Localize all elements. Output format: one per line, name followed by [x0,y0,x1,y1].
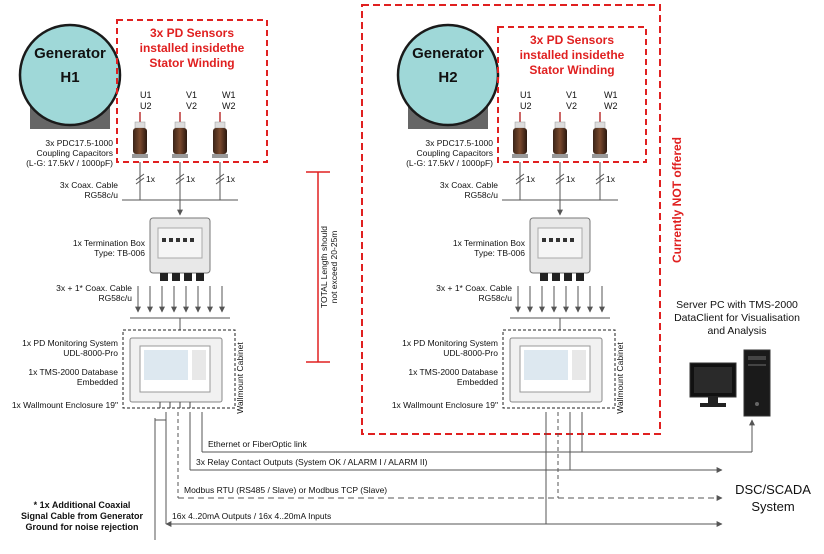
termination-box-h2 [529,217,591,281]
svg-text:3x Coax. Cable: 3x Coax. Cable [440,180,498,190]
not-offered-label: Currently NOT offered [670,137,684,263]
svg-text:1x TMS-2000 Database: 1x TMS-2000 Database [408,367,498,377]
sensor-box-h2: 3x PD Sensors installed insidethe Stator… [497,26,647,163]
note-line1: * 1x Additional Coaxial [34,500,131,510]
coax-cables-h2 [502,162,618,216]
ethernet-label: Ethernet or FiberOptic link [208,439,307,449]
dsc-line2: System [751,499,794,514]
coax1-line1: 3x Coax. Cable [60,180,118,190]
cable-count: 1x [186,174,196,184]
svg-text:V2: V2 [566,101,577,111]
svg-text:RG58c/u: RG58c/u [478,293,512,303]
svg-text:Wallmount Cabinet: Wallmount Cabinet [615,342,625,414]
svg-text:Coupling Capacitors: Coupling Capacitors [416,148,493,158]
svg-text:(L-G: 17.5kV / 1000pF): (L-G: 17.5kV / 1000pF) [406,158,493,168]
server-line3: and Analysis [708,325,767,337]
wallmount-cabinet-h2: Wallmount Cabinet [502,329,625,414]
svg-text:3x PD Sensors: 3x PD Sensors [530,33,614,47]
not-offered-frame: Currently NOT offered [361,4,684,435]
svg-text:3x + 1* Coax. Cable: 3x + 1* Coax. Cable [436,283,512,293]
svg-text:V1: V1 [566,90,577,100]
phase-w1: W1 [222,90,236,100]
capacitor-icon [131,111,149,159]
phase-v1: V1 [186,90,197,100]
server-line2: DataClient for Visualisation [674,312,800,324]
total-length-line1: TOTAL Length should [319,226,329,308]
server-pc-icon [689,349,771,417]
note-line2: Signal Cable from Generator [21,511,144,521]
svg-text:installed insidethe: installed insidethe [520,48,625,62]
coax1-line2: RG58c/u [84,190,118,200]
svg-text:3x PDC17.5-1000: 3x PDC17.5-1000 [45,138,113,148]
termination-box-h1 [149,217,211,281]
svg-text:1x: 1x [566,174,576,184]
svg-text:1x PD Monitoring System: 1x PD Monitoring System [402,338,498,348]
svg-text:1x: 1x [606,174,616,184]
capacitor-icon [211,111,229,159]
svg-text:Stator Winding: Stator Winding [529,63,614,77]
tms-line2: Embedded [77,377,118,387]
svg-text:Coupling Capacitors: Coupling Capacitors [36,148,113,158]
coax-cables-2-h1 [130,286,230,330]
svg-text:1x Termination Box: 1x Termination Box [453,238,526,248]
cable-count: 1x [146,174,156,184]
svg-text:W1: W1 [604,90,618,100]
svg-text:Wallmount Cabinet: Wallmount Cabinet [235,342,245,414]
gen2-name: Generator [412,45,484,62]
capacitor-icon [591,111,609,159]
total-length-bracket [306,171,330,363]
phase-v2: V2 [186,101,197,111]
capacitors-label-h1: 3x PDC17.5-1000 Coupling Capacitors (L-G… [26,138,113,168]
sensor1-line3: Stator Winding [149,56,234,70]
gen2-id: H2 [438,69,457,86]
relay-label: 3x Relay Contact Outputs (System OK / AL… [196,457,428,467]
note-line3: Ground for noise rejection [25,522,138,532]
svg-text:U1: U1 [520,90,532,100]
coax2-line1: 3x + 1* Coax. Cable [56,283,132,293]
svg-text:UDL-8000-Pro: UDL-8000-Pro [443,348,498,358]
phase-u2: U2 [140,101,152,111]
server-line1: Server PC with TMS-2000 [676,299,798,311]
gen1-name: Generator [34,45,106,62]
capacitor-icon [551,111,569,159]
tms-line1: 1x TMS-2000 Database [28,367,118,377]
cable-count: 1x [226,174,236,184]
sensor1-line2: installed insidethe [140,41,245,55]
pdms-line2: UDL-8000-Pro [63,348,118,358]
dsc-line1: DSC/SCADA [735,482,811,497]
svg-text:1x Wallmount Enclosure 19": 1x Wallmount Enclosure 19" [392,400,498,410]
total-length-line2: not exceed 20-25m [329,231,339,304]
svg-text:Embedded: Embedded [457,377,498,387]
gen1-id: H1 [60,69,79,86]
termbox-line2: Type: TB-006 [94,248,145,258]
connection-lines [154,412,755,540]
enclosure-label: 1x Wallmount Enclosure 19" [12,400,118,410]
generator-h1: Generator H1 [18,23,122,129]
termbox-line1: 1x Termination Box [73,238,146,248]
coax-cables-h1 [122,162,238,216]
coax-cables-2-h2 [510,286,610,330]
generator-h2: Generator H2 [396,23,500,129]
sensor-box-h1: 3x PD Sensors installed insidethe Stator… [116,19,268,163]
phase-w2: W2 [222,101,236,111]
coax2-line2: RG58c/u [98,293,132,303]
capacitor-icon [511,111,529,159]
svg-text:Type: TB-006: Type: TB-006 [474,248,525,258]
analog-label: 16x 4..20mA Outputs / 16x 4..20mA Inputs [172,511,331,521]
svg-text:(L-G: 17.5kV / 1000pF): (L-G: 17.5kV / 1000pF) [26,158,113,168]
capacitor-icon [171,111,189,159]
svg-text:3x PDC17.5-1000: 3x PDC17.5-1000 [425,138,493,148]
capacitors-label-h2: 3x PDC17.5-1000 Coupling Capacitors (L-G… [406,138,493,168]
svg-text:W2: W2 [604,101,618,111]
wallmount-cabinet-h1: Wallmount Cabinet [122,329,245,414]
pdms-line1: 1x PD Monitoring System [22,338,118,348]
sensor1-line1: 3x PD Sensors [150,26,234,40]
phase-u1: U1 [140,90,152,100]
modbus-label: Modbus RTU (RS485 / Slave) or Modbus TCP… [184,485,387,495]
svg-text:1x: 1x [526,174,536,184]
svg-text:U2: U2 [520,101,532,111]
svg-text:RG58c/u: RG58c/u [464,190,498,200]
